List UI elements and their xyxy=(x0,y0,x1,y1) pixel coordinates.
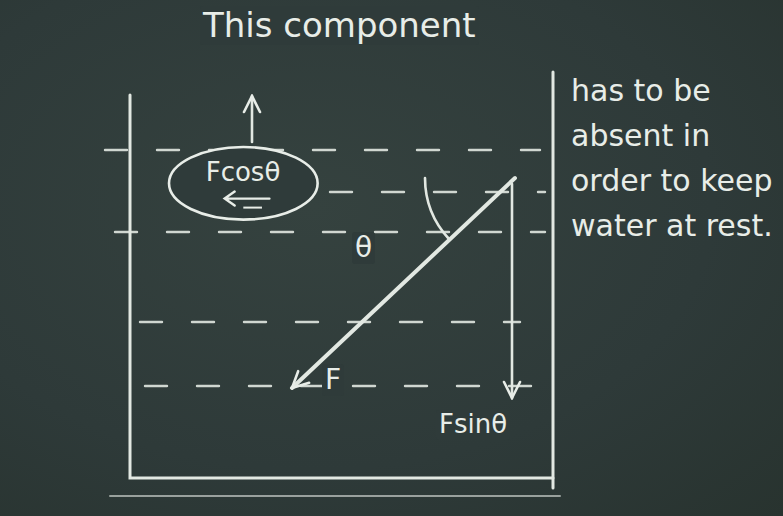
pointer-arrow xyxy=(251,96,254,142)
force-label: F xyxy=(322,364,344,396)
component-label: Fsinθ xyxy=(436,410,510,440)
note-text: has to be absent in order to keep water … xyxy=(568,68,782,248)
component-arrow xyxy=(511,184,514,398)
note-text: This component xyxy=(200,6,479,45)
tank-wall xyxy=(552,72,555,488)
angle-label: θ xyxy=(352,232,375,264)
ellipse-outline xyxy=(169,147,318,220)
angle-arc xyxy=(425,178,449,239)
force-arrow xyxy=(292,178,515,388)
term-text: Fcosθ xyxy=(206,158,281,187)
board-line xyxy=(110,495,560,497)
tank-wall xyxy=(130,95,553,478)
underline-mark xyxy=(243,206,262,208)
horizontal-arrow xyxy=(224,191,269,205)
circled-term: Fcosθ xyxy=(166,144,321,223)
